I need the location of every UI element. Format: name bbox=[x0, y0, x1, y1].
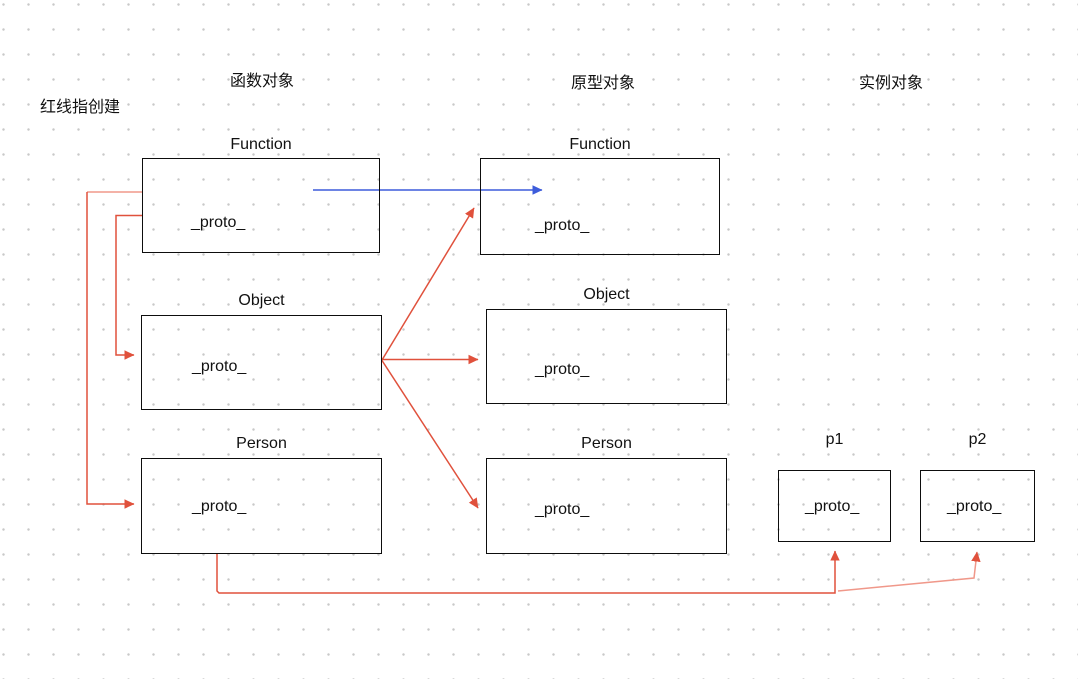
column-header-instance-objects[interactable]: 实例对象 bbox=[858, 75, 923, 92]
box-object-left[interactable] bbox=[141, 315, 382, 410]
box-title-p2[interactable]: p2 bbox=[968, 431, 987, 448]
box-p1[interactable] bbox=[778, 470, 891, 542]
proto-field-p2[interactable]: _proto_ bbox=[947, 498, 1002, 515]
proto-field-person-left[interactable]: _proto_ bbox=[192, 498, 247, 515]
proto-field-object-left[interactable]: _proto_ bbox=[192, 358, 247, 375]
box-title-object-left[interactable]: Object bbox=[238, 292, 285, 309]
box-title-object-prototype[interactable]: Object bbox=[583, 286, 630, 303]
arrow-function-to-person[interactable] bbox=[86, 192, 135, 509]
arrow-object-to-function-prototype[interactable] bbox=[381, 207, 475, 361]
box-title-person-left[interactable]: Person bbox=[236, 435, 287, 452]
box-title-function-prototype[interactable]: Function bbox=[569, 136, 631, 153]
proto-field-function-left[interactable]: _proto_ bbox=[191, 214, 246, 231]
arrow-function-to-object[interactable] bbox=[115, 214, 142, 360]
box-title-function-left[interactable]: Function bbox=[230, 136, 292, 153]
arrow-person-to-p2[interactable] bbox=[837, 551, 981, 592]
box-function-left[interactable] bbox=[142, 158, 380, 253]
red-line-legend-note[interactable]: 红线指创建 bbox=[40, 99, 121, 116]
box-title-p1[interactable]: p1 bbox=[825, 431, 844, 448]
arrow-object-to-person-prototype[interactable] bbox=[381, 360, 479, 509]
column-header-prototype-objects[interactable]: 原型对象 bbox=[570, 75, 635, 92]
box-person-prototype[interactable] bbox=[486, 458, 727, 554]
box-p2[interactable] bbox=[920, 470, 1035, 542]
proto-field-p1[interactable]: _proto_ bbox=[805, 498, 860, 515]
box-object-prototype[interactable] bbox=[486, 309, 727, 404]
proto-field-object-prototype[interactable]: _proto_ bbox=[535, 361, 590, 378]
box-person-left[interactable] bbox=[141, 458, 382, 554]
box-title-person-prototype[interactable]: Person bbox=[581, 435, 632, 452]
proto-field-function-prototype[interactable]: _proto_ bbox=[535, 217, 590, 234]
box-function-prototype[interactable] bbox=[480, 158, 720, 255]
column-header-function-objects[interactable]: 函数对象 bbox=[229, 73, 294, 90]
arrow-person-to-p1[interactable] bbox=[216, 550, 840, 594]
proto-field-person-prototype[interactable]: _proto_ bbox=[535, 501, 590, 518]
